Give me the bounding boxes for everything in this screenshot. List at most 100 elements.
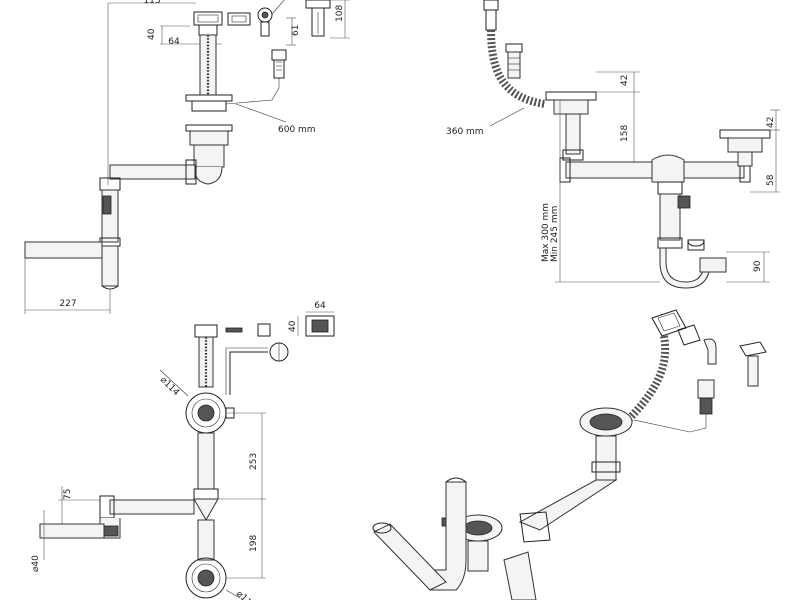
leader-114 bbox=[159, 369, 189, 397]
strainer-neck bbox=[191, 100, 227, 112]
remote-connector-top bbox=[505, 43, 523, 53]
dim-40-plan: 40 bbox=[288, 320, 298, 332]
outlet-pipe bbox=[101, 245, 119, 287]
strainer-plan-bottom-inner bbox=[191, 563, 221, 593]
dim-dia-40: ⌀40 bbox=[31, 555, 41, 572]
overflow-cover-inner bbox=[197, 14, 219, 23]
branch-collar bbox=[185, 159, 197, 185]
iso-tailpiece-bottom bbox=[467, 540, 489, 572]
remote-connector-body bbox=[507, 51, 521, 79]
overflow-cover-plan bbox=[305, 315, 335, 337]
dim-top-cut: 113 bbox=[143, 0, 160, 6]
tee-junction-plan bbox=[193, 498, 219, 522]
overflow-cable bbox=[225, 78, 280, 105]
overflow-gasket bbox=[227, 12, 251, 26]
side-view-single-bowl: 113 40 64 61 108 bbox=[24, 0, 350, 314]
leader-600 bbox=[235, 103, 287, 123]
iso-connector bbox=[697, 379, 715, 399]
strainer-2-body bbox=[727, 137, 763, 153]
dim-max-300: Max 300 mm bbox=[541, 203, 551, 262]
iso-strainer-top-basket bbox=[589, 413, 623, 431]
dim-40: 40 bbox=[147, 28, 157, 40]
remote-cable-plan-inner bbox=[225, 347, 268, 395]
trap-bend bbox=[193, 166, 223, 185]
overflow-head bbox=[483, 0, 499, 11]
leader-114b bbox=[225, 589, 241, 599]
overflow-neck bbox=[198, 24, 218, 36]
check-valve bbox=[677, 195, 691, 209]
dim-90: 90 bbox=[753, 260, 763, 272]
dim-158: 158 bbox=[620, 125, 630, 142]
dim-108: 108 bbox=[335, 5, 345, 22]
overflow-hose-label: 600 mm bbox=[278, 125, 316, 135]
trap-cleanout bbox=[687, 239, 705, 247]
trap-outlet bbox=[699, 257, 727, 273]
outlet-pipe-plan bbox=[39, 523, 105, 539]
dim-min-245: Min 245 mm bbox=[550, 206, 560, 262]
iso-strainer-bottom-basket bbox=[463, 520, 493, 536]
strainer-flange bbox=[185, 94, 233, 102]
iso-diagonal-branch bbox=[518, 479, 618, 531]
horizontal-outlet-plan bbox=[109, 499, 195, 515]
vertical-branch-plan bbox=[197, 432, 215, 490]
strainer-plan-top-inner bbox=[191, 398, 221, 428]
iso-connector-thread bbox=[699, 397, 713, 415]
trap-collar bbox=[657, 237, 683, 249]
iso-overflow-head bbox=[651, 309, 687, 337]
tailpiece-1 bbox=[565, 113, 581, 155]
outlet-end bbox=[101, 285, 119, 290]
cable-connector-top bbox=[271, 49, 287, 61]
overflow-hose-label-360: 360 mm bbox=[446, 127, 484, 137]
iso-tailpiece-top-nut bbox=[591, 461, 621, 473]
dim-64: 64 bbox=[168, 37, 180, 47]
dim-dia-114: ⌀114 bbox=[158, 375, 181, 398]
iso-overflow-hose bbox=[625, 335, 670, 423]
tee-collar bbox=[657, 181, 683, 195]
remote-cable-plan bbox=[229, 351, 268, 395]
horizontal-branch bbox=[109, 164, 196, 180]
iso-cable bbox=[633, 414, 707, 433]
iso-outlet-pipe bbox=[373, 523, 447, 591]
dim-dia-114b: ⌀114 bbox=[234, 589, 257, 600]
leader-360 bbox=[489, 107, 525, 127]
cable-connector-body bbox=[273, 59, 285, 79]
strainer-plan-bottom-center bbox=[197, 569, 215, 587]
remote-button-top bbox=[305, 0, 331, 9]
basket-flange bbox=[185, 124, 233, 132]
dim-64-plan: 64 bbox=[314, 301, 326, 311]
dim-61: 61 bbox=[291, 25, 301, 36]
iso-elbow bbox=[703, 338, 717, 365]
iso-tailpiece-top bbox=[595, 435, 617, 481]
knob-lever bbox=[271, 0, 285, 15]
iso-overflow-head-inner bbox=[657, 312, 681, 332]
dim-253: 253 bbox=[249, 453, 259, 470]
side-branch bbox=[24, 241, 103, 259]
iso-branch-collar bbox=[519, 511, 551, 543]
central-tee bbox=[651, 154, 685, 183]
dim-198: 198 bbox=[249, 535, 259, 552]
vertical-trap-pipe bbox=[659, 193, 681, 241]
check-valve bbox=[102, 195, 112, 215]
strainer-1-body bbox=[553, 99, 589, 115]
vertical-branch-plan-lower bbox=[197, 519, 215, 561]
plan-view: 64 40 ⌀114 ⌀114 253 198 bbox=[31, 301, 335, 604]
strainer-1-flange bbox=[545, 91, 597, 101]
iso-remote-button bbox=[739, 341, 767, 357]
overflow-hose-arc bbox=[487, 29, 546, 108]
dim-42b: 42 bbox=[766, 117, 776, 128]
strainer-plan-top-center bbox=[197, 404, 215, 422]
tee-collar-top bbox=[99, 177, 121, 191]
waste-knob-center bbox=[261, 11, 269, 19]
tee-collar-plan bbox=[193, 488, 219, 500]
trap-cap bbox=[687, 239, 705, 251]
side-view-double-bowl: 360 mm 42 158 42 58 bbox=[446, 0, 780, 289]
basket-body bbox=[189, 130, 229, 146]
dim-42a: 42 bbox=[620, 75, 630, 86]
tailpiece-2 bbox=[737, 151, 753, 167]
dim-75: 75 bbox=[63, 489, 73, 500]
knob-plan bbox=[257, 323, 271, 337]
isometric-view bbox=[372, 309, 767, 601]
overflow-head-plan bbox=[194, 324, 218, 338]
